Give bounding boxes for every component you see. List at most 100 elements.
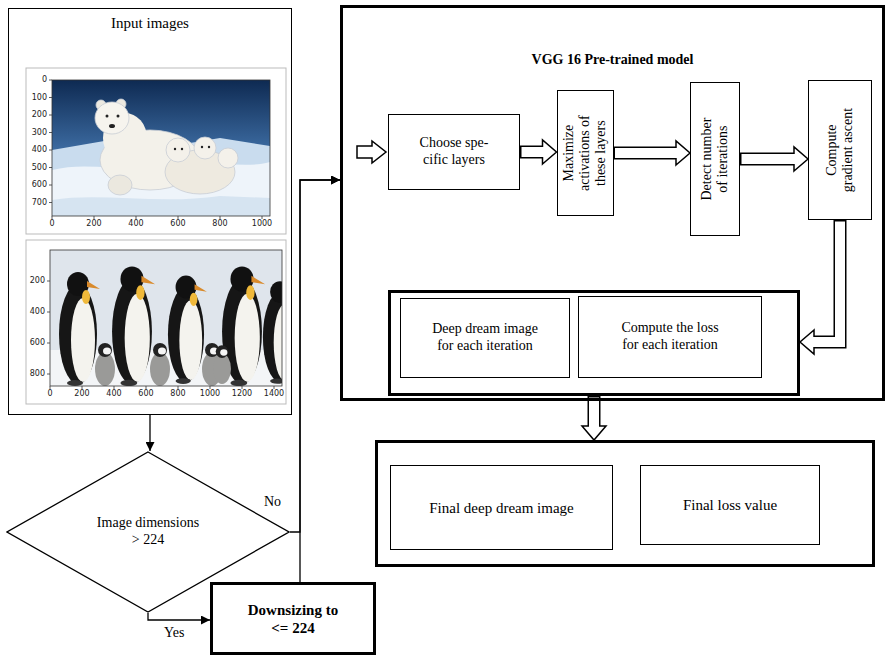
process-box: Maximize activations of these layers: [557, 90, 614, 216]
plot-frame: [26, 68, 286, 234]
axis-tick-label: 400: [32, 146, 47, 154]
plot-frame: [26, 240, 286, 404]
image-border: [50, 250, 282, 386]
block-arrow: [740, 147, 808, 171]
polar-bear-photo: [52, 80, 270, 216]
flow-line: [300, 180, 340, 582]
axis-tick-label: 600: [170, 220, 185, 228]
block-arrow-fill: [615, 148, 678, 158]
sky: [52, 80, 270, 216]
axis-tick-label: 600: [138, 390, 153, 398]
block-arrow: [520, 140, 557, 164]
penguin: [168, 276, 207, 384]
cub-head: [218, 148, 238, 168]
edge-label: No: [262, 494, 283, 510]
node-label: Maximize activations of these layers: [560, 103, 608, 203]
axis-tick-label: 200: [30, 277, 45, 285]
flow-arrow: [290, 180, 340, 532]
ice-shade: [52, 196, 270, 216]
entry-arrow: [357, 141, 386, 163]
flow-line: [149, 415, 150, 451]
cub-eye: [208, 146, 210, 148]
axis-tick-label: 1400: [264, 390, 284, 398]
penguin: [59, 272, 100, 386]
flow-arrow: [300, 180, 340, 582]
process-box: Choose spe- cific layers: [388, 114, 520, 190]
node-label: Choose spe- cific layers: [412, 135, 496, 169]
input-panel: Input images: [8, 8, 292, 415]
axis-tick-label: 100: [32, 94, 47, 102]
axis-tick-label: 600: [30, 339, 45, 347]
flow-arrow: [148, 613, 210, 620]
axis-tick-label: 400: [30, 308, 45, 316]
result-group: Final deep dream image Final loss value: [375, 440, 875, 567]
axis-tick-label: 1200: [232, 390, 252, 398]
bear-nose: [109, 124, 115, 128]
block-arrow: [800, 220, 840, 354]
bear-head: [95, 102, 129, 134]
block-arrowhead: [794, 147, 808, 171]
node-title: Input images: [9, 14, 291, 32]
node-label: Final loss value: [683, 496, 777, 514]
node-label: Detect number of iterations: [698, 114, 730, 204]
block-arrowhead: [800, 330, 814, 354]
block-arrow-fill: [742, 154, 797, 164]
result-box: Final deep dream image: [390, 465, 613, 550]
edge-label: Yes: [162, 625, 186, 641]
cub-eye: [174, 148, 176, 150]
block-arrow: [614, 141, 691, 165]
axis-tick-label: 400: [106, 390, 121, 398]
block-arrow-fill: [812, 222, 840, 343]
block-arrowhead: [543, 140, 557, 164]
axis-tick-label: 400: [128, 220, 143, 228]
penguin-chick: [150, 343, 170, 386]
background: [50, 250, 282, 386]
axis-tick-label: 600: [32, 181, 47, 189]
node-label: Final deep dream image: [429, 499, 574, 517]
axis-tick-label: 700: [32, 199, 47, 207]
penguin: [112, 266, 155, 386]
node-label: Deep dream image for each iteration: [428, 321, 543, 355]
axis-tick-label: 1000: [200, 390, 220, 398]
cub-eye: [181, 148, 183, 150]
axis-tick-label: 800: [212, 220, 227, 228]
block-arrowhead: [676, 141, 690, 165]
process-box: Downsizing to <= 224: [210, 582, 376, 655]
penguin-chick: [213, 345, 231, 384]
process-box: Compute gradient ascent: [808, 80, 872, 220]
axis-tick-label: 800: [170, 390, 185, 398]
axis-tick-label: 0: [47, 390, 52, 398]
flow-line: [290, 180, 340, 532]
block-arrow: [582, 396, 606, 440]
block-arrow-fill: [522, 147, 545, 157]
cub-head: [194, 137, 216, 159]
result-box: Final loss value: [640, 465, 820, 545]
axis-tick-label: 1000: [252, 220, 272, 228]
node-label: Compute the loss for each iteration: [616, 320, 724, 354]
axis-tick-label: 0: [49, 220, 54, 228]
flow-arrow: [150, 415, 151, 451]
axis-tick-label: 200: [74, 390, 89, 398]
flow-line: [148, 613, 210, 620]
axis-tick-label: 500: [32, 164, 47, 172]
cub-head: [166, 138, 190, 162]
image-border: [52, 80, 270, 216]
bear-eye: [117, 115, 120, 118]
model-panel: Choose spe- cific layers Maximize activat…: [340, 5, 885, 401]
node-title: VGG 16 Pre-trained model: [343, 52, 882, 69]
bear-leg: [108, 175, 132, 195]
node-label: Downsizing to <= 224: [242, 601, 344, 637]
axis-ticks: [47, 80, 274, 389]
block-arrow-fill: [589, 398, 599, 429]
block-arrowhead: [582, 426, 606, 440]
cub-eye: [201, 146, 203, 148]
penguin-photo: [50, 250, 282, 386]
penguin-chick: [95, 343, 115, 386]
axis-tick-label: 800: [30, 370, 45, 378]
penguin: [263, 281, 282, 384]
bear-eye: [106, 115, 109, 118]
iteration-group: Deep dream image for each iteration Compu…: [388, 290, 800, 396]
node-label: Image dimensions > 224: [94, 515, 202, 549]
